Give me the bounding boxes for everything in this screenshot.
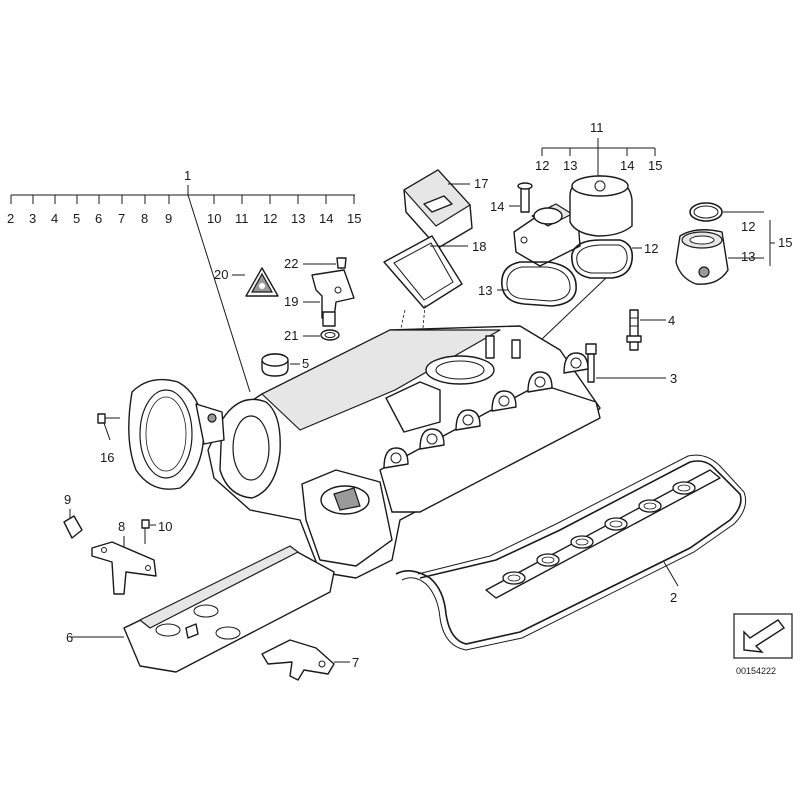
label-part-16: 16 — [100, 450, 114, 465]
cover-plate-part-6: 6 — [66, 545, 335, 673]
label-part-12: 12 — [644, 241, 658, 256]
label-part-8: 8 — [118, 519, 125, 534]
spark-plug-seal-rings — [502, 481, 696, 585]
label-part-18: 18 — [472, 239, 486, 254]
label-part-6: 6 — [66, 630, 73, 645]
camshaft-sensor-group: 22 19 21 5 — [261, 256, 355, 377]
seal-ring — [536, 553, 560, 567]
label-part-13: 13 — [478, 283, 492, 298]
label-part-22: 22 — [284, 256, 298, 271]
left-index-label: 13 — [291, 211, 305, 226]
gasket-set-part-2: 2 — [395, 454, 747, 651]
cap-index-bracket: 11 12 13 14 15 — [535, 120, 662, 190]
seal-ring — [638, 499, 662, 513]
direction-arrow-box: 00154222 — [733, 613, 793, 676]
label-part-21: 21 — [284, 328, 298, 343]
label-part-5: 5 — [302, 356, 309, 371]
bracket-part-7: 7 — [261, 639, 359, 681]
seal-ring — [604, 517, 628, 531]
cap-index-label: 15 — [648, 158, 662, 173]
left-index-label: 3 — [29, 211, 36, 226]
left-index-label: 14 — [319, 211, 333, 226]
left-index-label: 9 — [165, 211, 172, 226]
left-index-label: 8 — [141, 211, 148, 226]
label-part-10: 10 — [158, 519, 172, 534]
pressure-valve-group: 14 13 12 — [478, 175, 658, 361]
bracket-group: 9 8 10 — [63, 492, 172, 595]
left-index-label: 15 — [347, 211, 361, 226]
left-index-label: 6 — [95, 211, 102, 226]
cap-index-label: 14 — [620, 158, 634, 173]
left-index-label: 10 — [207, 211, 221, 226]
port-humps — [383, 352, 589, 469]
vent-connector-group: 12 13 15 — [675, 202, 792, 285]
label-part-14: 14 — [490, 199, 504, 214]
oil-filler-cap-group: 17 18 — [364, 169, 488, 491]
label-part-19: 19 — [284, 294, 298, 309]
seal-ring — [672, 481, 696, 495]
left-index-label: 7 — [118, 211, 125, 226]
seal-ring — [570, 535, 594, 549]
seal-ring — [502, 571, 526, 585]
label-part-9: 9 — [64, 492, 71, 507]
label-part-1: 1 — [184, 168, 191, 183]
arrow-down-left-icon — [743, 619, 786, 653]
left-index-label: 12 — [263, 211, 277, 226]
left-index-label: 5 — [73, 211, 80, 226]
left-index-label: 4 — [51, 211, 58, 226]
label-part-2: 2 — [670, 590, 677, 605]
diagram-code: 00154222 — [736, 666, 776, 676]
label-part-4: 4 — [668, 313, 675, 328]
label-part-7: 7 — [352, 655, 359, 670]
label-part-20: 20 — [214, 267, 228, 282]
cylinder-head-cover-part-1 — [207, 325, 601, 579]
stud-part-4: 4 — [626, 309, 675, 351]
warning-label-part-20: 20 — [214, 267, 279, 297]
label-right-12: 12 — [741, 219, 755, 234]
label-part-11: 11 — [590, 120, 604, 135]
throttle-adapter: 16 — [97, 378, 225, 490]
label-part-17: 17 — [474, 176, 488, 191]
label-right-13: 13 — [741, 249, 755, 264]
label-part-3: 3 — [670, 371, 677, 386]
left-index-label: 2 — [7, 211, 14, 226]
cap-index-label: 13 — [563, 158, 577, 173]
label-right-15: 15 — [778, 235, 792, 250]
cap-index-ticks: 12 13 14 15 — [535, 148, 662, 173]
cap-index-label: 12 — [535, 158, 549, 173]
left-index-label: 11 — [235, 211, 249, 226]
